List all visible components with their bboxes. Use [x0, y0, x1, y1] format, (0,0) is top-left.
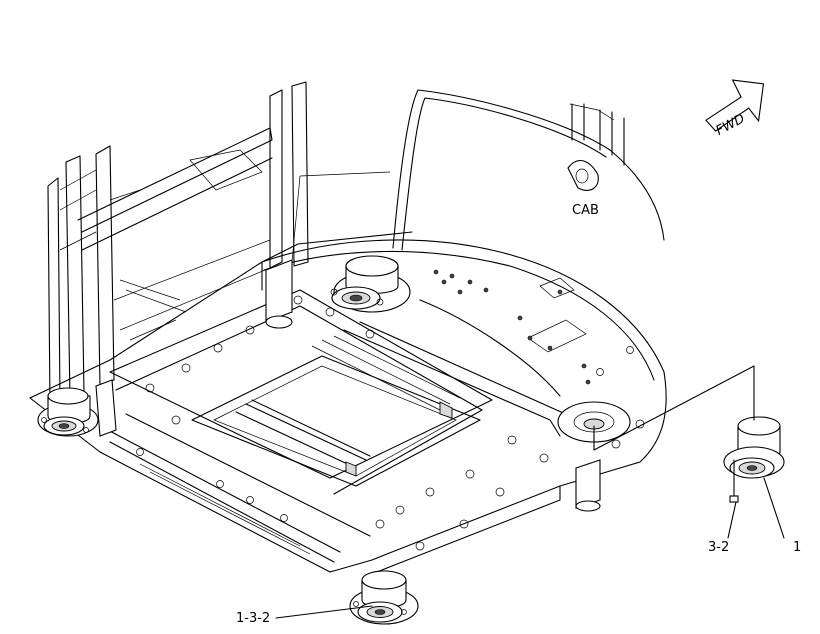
bolt-holes: [136, 269, 645, 551]
frame-posts: [95, 259, 601, 512]
cab-outline: [291, 89, 665, 263]
cab-frame-left: [47, 81, 309, 407]
cab-mount-front-right: [349, 570, 419, 625]
callout-1-3-2: 1-3-2: [236, 611, 270, 626]
cab-mount-front-left: [37, 387, 99, 437]
exploded-isolator: [723, 416, 785, 503]
cab-label: CAB: [572, 203, 599, 218]
upper-frame: [29, 231, 667, 575]
fwd-arrow: FWD: [705, 79, 765, 139]
callout-1: 1: [793, 540, 801, 555]
callout-3-2: 3-2: [708, 540, 729, 555]
leader-lines: [275, 365, 785, 619]
cab-mount-rear-right: [330, 255, 411, 313]
